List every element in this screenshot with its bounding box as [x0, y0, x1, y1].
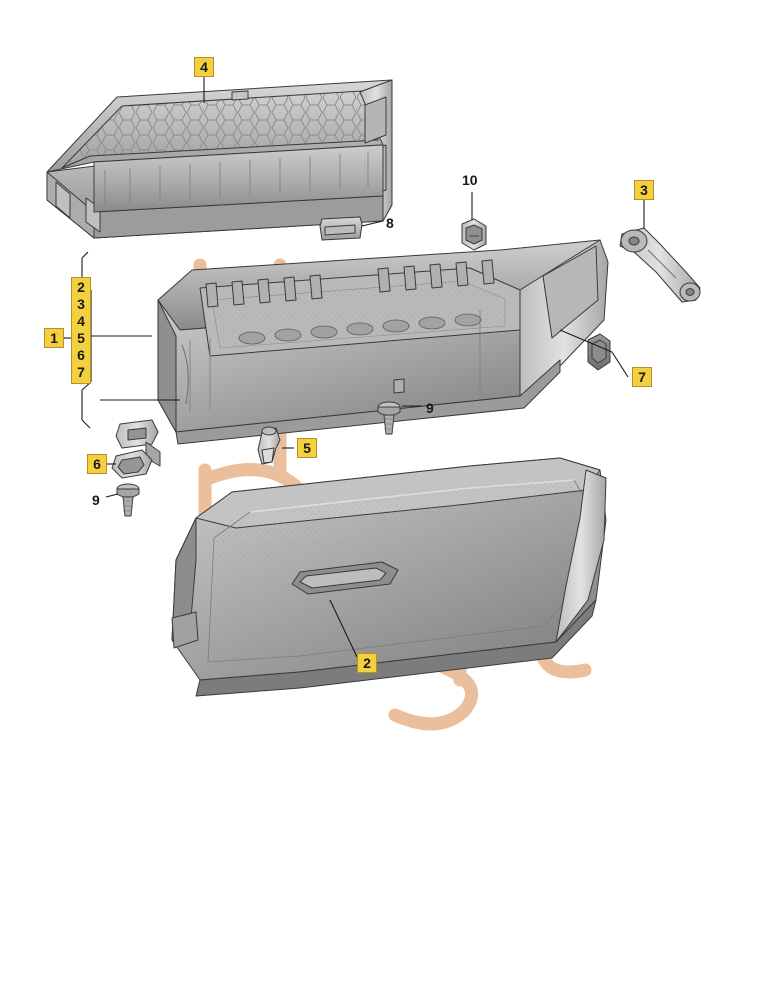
callout-group-item-7: 7 — [77, 364, 85, 380]
part-screw-lower — [116, 483, 140, 517]
part-screw-upper — [377, 401, 401, 435]
label-9-lower: 9 — [92, 492, 100, 508]
label-9-upper: 9 — [426, 400, 434, 416]
part-damper — [619, 227, 701, 303]
part-glove-box-housing — [115, 239, 609, 467]
part-glove-box-lid — [171, 457, 607, 697]
callout-6[interactable]: 6 — [87, 454, 107, 474]
part-mounting-bracket — [111, 449, 153, 479]
part-small-cover-cap — [319, 216, 363, 241]
label-8: 8 — [386, 215, 394, 231]
label-10: 10 — [462, 172, 478, 188]
callout-group-item-3: 3 — [77, 296, 85, 312]
part-retaining-clip — [257, 426, 281, 465]
callout-group-item-2: 2 — [77, 279, 85, 295]
callout-3[interactable]: 3 — [634, 180, 654, 200]
callout-1[interactable]: 1 — [44, 328, 64, 348]
callout-5[interactable]: 5 — [297, 438, 317, 458]
callout-group-item-6: 6 — [77, 347, 85, 363]
callout-7[interactable]: 7 — [632, 367, 652, 387]
part-rubber-stop — [587, 333, 611, 371]
callout-4[interactable]: 4 — [194, 57, 214, 77]
callout-group-item-5: 5 — [77, 330, 85, 346]
callout-group-left[interactable]: 2 3 4 5 6 7 — [71, 277, 91, 384]
callout-2[interactable]: 2 — [357, 653, 377, 673]
part-glove-box-insert-tray — [46, 79, 393, 239]
part-latch-striker — [461, 218, 487, 251]
callout-group-item-4: 4 — [77, 313, 85, 329]
